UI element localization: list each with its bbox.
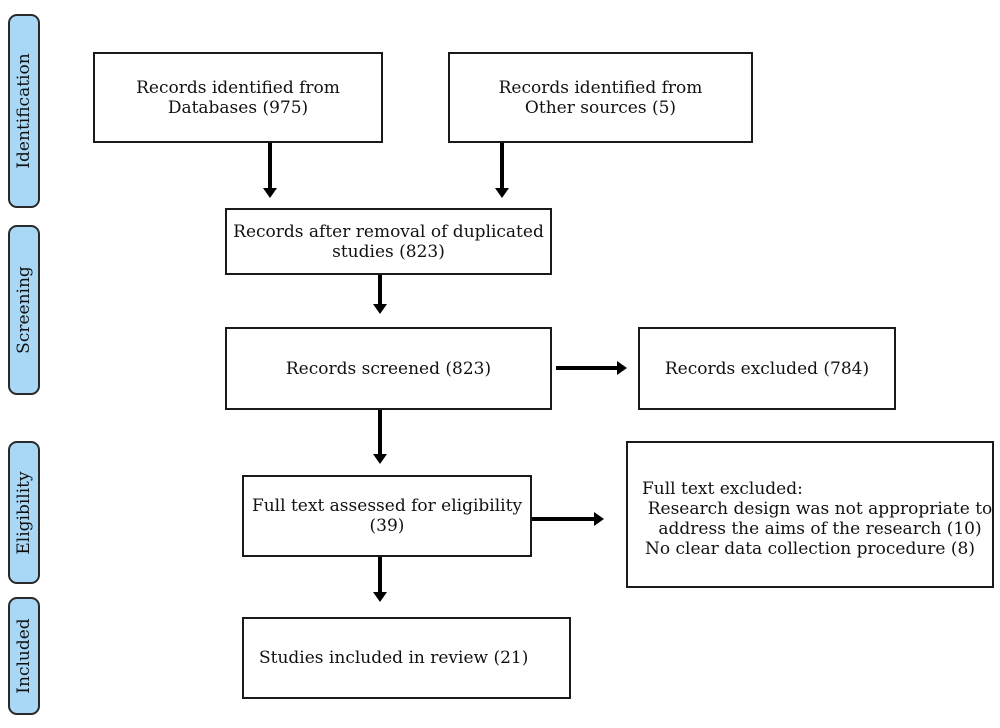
- box-databases-line1: Records identified from: [136, 77, 340, 98]
- exclusion-reason: Research design was not appropriate to: [647, 499, 993, 519]
- arrow-databases-to-duplicates: [263, 143, 277, 198]
- box-excluded-line1: Records excluded (784): [664, 358, 870, 379]
- stage-screening: Screening: [8, 225, 40, 395]
- arrow-fulltext-to-excluded: [532, 512, 604, 526]
- box-other-sources: Records identified from Other sources (5…: [448, 52, 753, 143]
- box-full-text-line2: (39): [369, 516, 405, 536]
- exclusion-reason: No clear data collection procedure (8): [645, 539, 975, 559]
- box-after-duplicates-line1: Records after removal of duplicated: [233, 221, 544, 242]
- arrow-other-to-duplicates: [495, 143, 509, 198]
- box-included-line1: Studies included in review (21): [259, 648, 529, 668]
- full-text-excluded-title: Full text excluded:: [642, 479, 803, 499]
- box-screened-line1: Records screened (823): [285, 358, 492, 379]
- arrow-duplicates-to-screened: [373, 275, 387, 314]
- arrow-screened-to-fulltext: [373, 410, 387, 464]
- box-other-sources-line1: Records identified from: [498, 77, 703, 98]
- stage-eligibility: Eligibility: [8, 441, 40, 584]
- stage-label-identification: Identification: [14, 53, 34, 169]
- box-included: Studies included in review (21): [242, 617, 571, 699]
- stage-identification: Identification: [8, 14, 40, 208]
- stage-label-eligibility: Eligibility: [14, 470, 34, 555]
- exclusion-reason: address the aims of the research (10): [658, 519, 982, 539]
- box-after-duplicates: Records after removal of duplicated stud…: [225, 208, 552, 275]
- stage-included: Included: [8, 597, 40, 715]
- arrow-screened-to-excluded: [556, 361, 627, 375]
- stage-label-screening: Screening: [14, 266, 34, 354]
- box-full-text-line1: Full text assessed for eligibility: [251, 496, 523, 516]
- box-full-text: Full text assessed for eligibility (39): [242, 475, 532, 557]
- box-screened: Records screened (823): [225, 327, 552, 410]
- arrow-fulltext-to-included: [373, 557, 387, 602]
- box-databases-line2: Databases (975): [167, 97, 309, 118]
- box-after-duplicates-line2: studies (823): [332, 241, 445, 262]
- box-other-sources-line2: Other sources (5): [524, 97, 677, 118]
- box-excluded: Records excluded (784): [638, 327, 896, 410]
- box-databases: Records identified from Databases (975): [93, 52, 383, 143]
- stage-label-included: Included: [14, 618, 34, 694]
- box-full-text-excluded: Full text excluded: Research design was …: [626, 441, 994, 588]
